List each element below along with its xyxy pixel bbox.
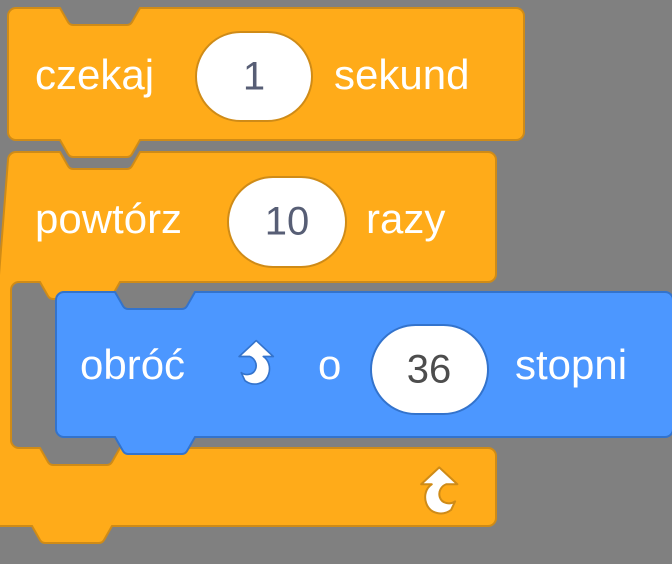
turn-degrees-input-value: 36 bbox=[407, 348, 452, 392]
wait-seconds-input[interactable]: 1 bbox=[195, 31, 313, 122]
wait-seconds-input-bg[interactable] bbox=[195, 31, 313, 122]
repeat-block-shape[interactable] bbox=[0, 151, 497, 544]
loop-arrow-icon bbox=[420, 466, 459, 515]
repeat-label-before: powtórz bbox=[35, 195, 182, 242]
turn-clockwise-icon bbox=[238, 339, 275, 385]
repeat-times-input-value: 10 bbox=[265, 200, 310, 244]
wait-block[interactable]: czekaj 1 sekund bbox=[7, 7, 525, 158]
wait-seconds-input-value: 1 bbox=[243, 55, 265, 99]
wait-label-after: sekund bbox=[334, 51, 469, 98]
repeat-label-after: razy bbox=[366, 195, 445, 242]
turn-degrees-input-bg[interactable] bbox=[370, 324, 489, 415]
turn-right-block[interactable]: obróć o 36 stopni bbox=[55, 291, 672, 455]
wait-label-before: czekaj bbox=[35, 51, 154, 98]
repeat-times-input[interactable]: 10 bbox=[227, 176, 347, 268]
turn-label-after: stopni bbox=[515, 341, 627, 388]
turn-label-middle: o bbox=[318, 341, 341, 388]
repeat-block[interactable]: powtórz 10 razy bbox=[0, 151, 504, 544]
turn-right-block-body[interactable] bbox=[55, 291, 672, 455]
turn-label-before: obróć bbox=[80, 341, 185, 388]
repeat-times-input-bg[interactable] bbox=[227, 176, 347, 268]
turn-degrees-input[interactable]: 36 bbox=[370, 324, 489, 415]
